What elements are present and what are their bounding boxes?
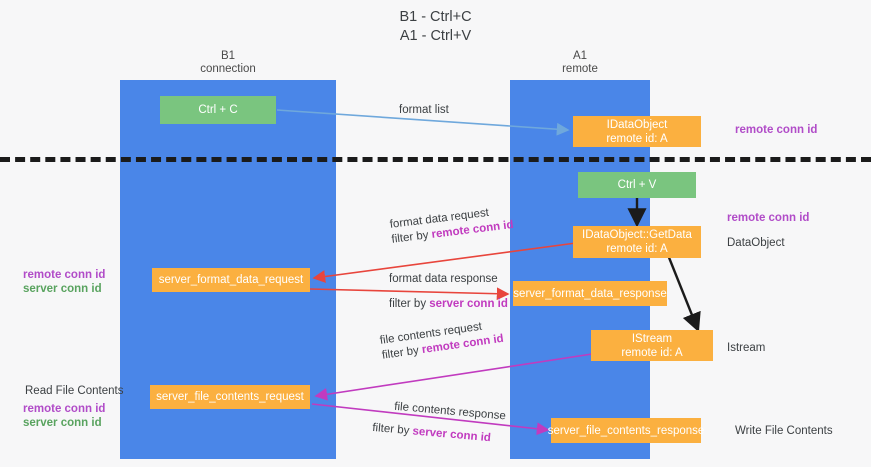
node-idataobject[interactable]: IDataObject remote id: A bbox=[573, 116, 701, 147]
divider-dashed bbox=[0, 157, 871, 162]
page-title: B1 - Ctrl+C A1 - Ctrl+V bbox=[0, 8, 871, 46]
column-b1-name: B1 bbox=[220, 50, 236, 62]
node-server-format-data-response-label: server_format_data_response bbox=[513, 287, 667, 300]
node-server-format-data-response[interactable]: server_format_data_response bbox=[513, 281, 667, 306]
node-istream[interactable]: IStream remote id: A bbox=[591, 330, 713, 361]
node-server-format-data-request-label: server_format_data_request bbox=[158, 274, 304, 286]
edge-format-data-response-title: format data response bbox=[389, 273, 498, 285]
filter-key-server-conn-id: server conn id bbox=[429, 298, 508, 310]
edge-format-data-response-filter: filter by server conn id bbox=[389, 297, 508, 312]
annotation-remote-conn-id-left: remote conn id bbox=[23, 269, 106, 281]
annotation-dataobject: DataObject bbox=[727, 237, 785, 249]
node-server-file-contents-response[interactable]: server_file_contents_response bbox=[548, 418, 704, 443]
edge-label-file-contents-response: file contents response filter by server … bbox=[372, 398, 507, 447]
node-getdata-line1: IDataObject::GetData bbox=[582, 229, 692, 241]
annotation-write-file-contents: Write File Contents bbox=[735, 425, 833, 437]
node-server-file-contents-request[interactable]: server_file_contents_request bbox=[150, 385, 310, 409]
node-ctrl-c-label: Ctrl + C bbox=[198, 104, 238, 116]
annotation-read-file-contents: Read File Contents bbox=[25, 385, 124, 397]
annotation-remote-conn-id-mid: remote conn id bbox=[727, 212, 810, 224]
node-server-format-data-request[interactable]: server_format_data_request bbox=[152, 268, 310, 292]
edge-label-file-contents-request: file contents request filter by remote c… bbox=[379, 317, 505, 364]
filter-prefix: filter by bbox=[381, 344, 423, 362]
annotation-server-conn-id-left-bottom: server conn id bbox=[23, 417, 102, 429]
node-idataobject-getdata[interactable]: IDataObject::GetData remote id: A bbox=[573, 226, 701, 258]
annotation-istream: Istream bbox=[727, 342, 766, 354]
column-header-a1: A1 remote bbox=[510, 50, 650, 76]
node-idataobject-line1: IDataObject bbox=[606, 118, 668, 131]
edge-label-format-data-request: format data request filter by remote con… bbox=[389, 203, 514, 248]
column-b1-role: connection bbox=[200, 63, 256, 75]
edge-file-contents-response-filter: filter by server conn id bbox=[372, 421, 505, 447]
node-istream-line2: remote id: A bbox=[621, 346, 683, 359]
annotation-remote-conn-id-top: remote conn id bbox=[735, 124, 818, 136]
node-ctrl-v[interactable]: Ctrl + V bbox=[578, 172, 696, 198]
node-idataobject-line2: remote id: A bbox=[606, 132, 668, 145]
node-istream-line1: IStream bbox=[631, 332, 673, 345]
column-a1-role: remote bbox=[562, 63, 598, 75]
edge-file-contents-response-title: file contents response bbox=[393, 400, 507, 423]
title-line-1: B1 - Ctrl+C bbox=[399, 9, 472, 25]
annotation-left-keys-bottom: remote conn id server conn id bbox=[23, 402, 105, 430]
edge-label-format-data-response: format data response filter by server co… bbox=[389, 272, 508, 312]
node-server-file-contents-response-label: server_file_contents_response bbox=[547, 424, 705, 437]
column-a1-name: A1 bbox=[572, 50, 588, 62]
title-line-2: A1 - Ctrl+V bbox=[399, 28, 472, 44]
annotation-left-keys-mid: remote conn id server conn id bbox=[23, 268, 105, 296]
column-header-b1: B1 connection bbox=[120, 50, 336, 76]
filter-key-server-conn-id: server conn id bbox=[411, 425, 492, 445]
edge-label-format-list: format list bbox=[399, 104, 449, 116]
filter-prefix: filter by bbox=[389, 298, 430, 310]
annotation-remote-conn-id-left-bottom: remote conn id bbox=[23, 403, 106, 415]
node-server-file-contents-request-label: server_file_contents_request bbox=[156, 391, 304, 403]
node-ctrl-v-label: Ctrl + V bbox=[617, 179, 657, 191]
node-getdata-line2: remote id: A bbox=[606, 243, 668, 255]
filter-prefix: filter by bbox=[371, 421, 414, 438]
node-ctrl-c[interactable]: Ctrl + C bbox=[160, 96, 276, 124]
annotation-server-conn-id-left: server conn id bbox=[23, 283, 102, 295]
filter-prefix: filter by bbox=[390, 228, 433, 246]
arrow-getdata-to-istream bbox=[666, 254, 701, 333]
